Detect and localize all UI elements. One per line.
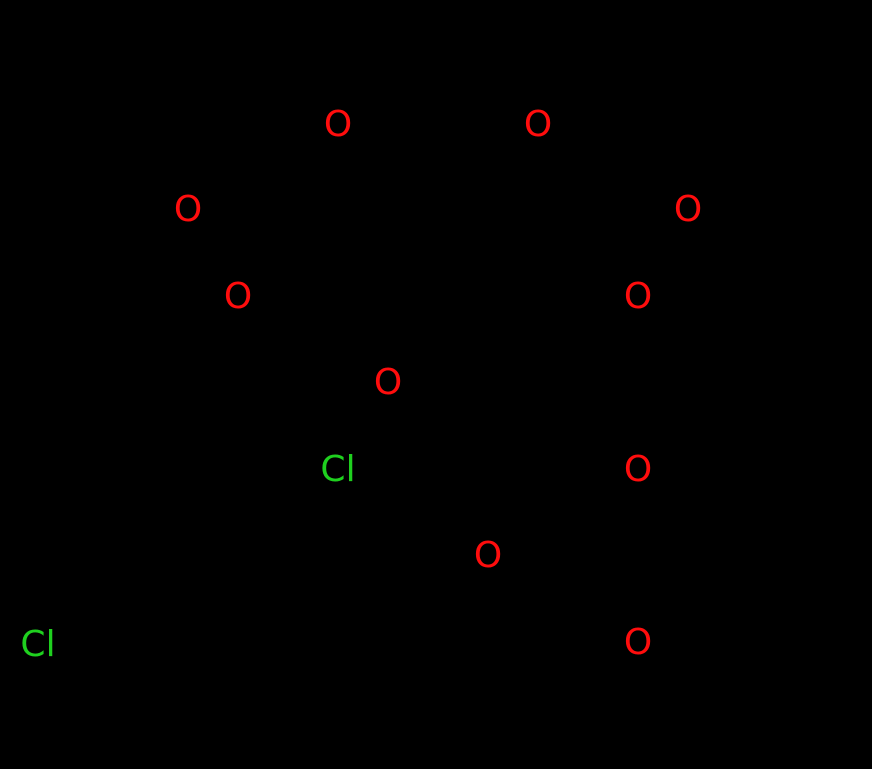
atom-oxygen: O xyxy=(623,276,653,317)
atom-oxygen: O xyxy=(173,189,203,230)
atom-oxygen: O xyxy=(473,535,503,576)
atom-oxygen: O xyxy=(373,362,403,403)
atom-oxygen: O xyxy=(523,104,553,145)
atom-chlorine: Cl xyxy=(20,624,56,665)
atom-chlorine: Cl xyxy=(320,449,356,490)
atom-oxygen: O xyxy=(623,622,653,663)
atom-oxygen: O xyxy=(223,276,253,317)
atom-oxygen: O xyxy=(323,104,353,145)
atom-oxygen: O xyxy=(623,449,653,490)
atom-oxygen: O xyxy=(673,189,703,230)
